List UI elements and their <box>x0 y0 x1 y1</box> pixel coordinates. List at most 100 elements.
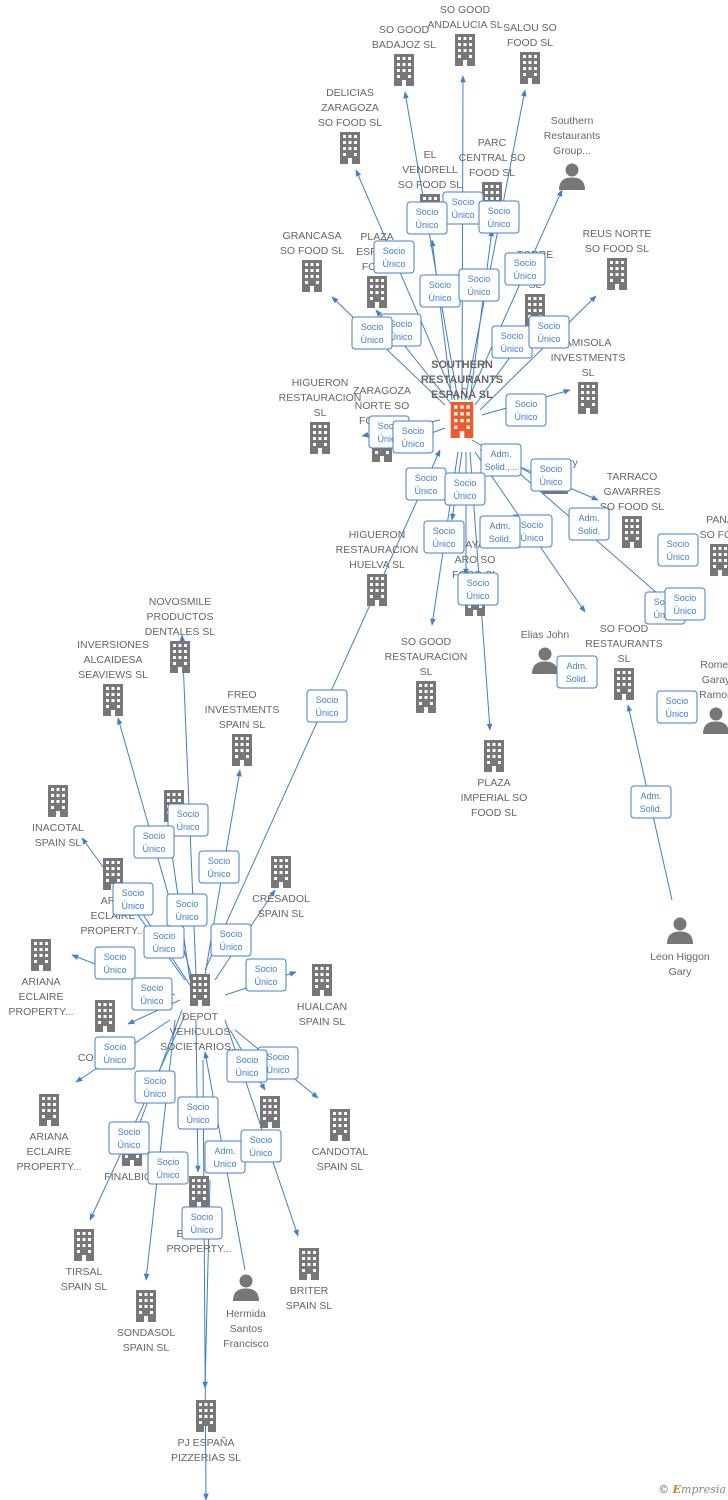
relation-badge-adm-solid-multi[interactable]: Adm.Solid.,... <box>480 443 522 477</box>
node-ariana2[interactable]: ARIANAECLAIREPROPERTY... <box>9 939 74 1018</box>
node-label: INVESTMENTS <box>205 704 280 716</box>
badge-box <box>373 240 415 274</box>
relation-badge-adm-solid[interactable]: Adm.Solid. <box>479 515 521 549</box>
node-ariana3[interactable]: ARIANAECLAIREPROPERTY... <box>17 1094 82 1173</box>
relation-badge-adm-solid[interactable]: Adm.Solid. <box>630 785 672 819</box>
relation-badge-adm-solid[interactable]: Adm.Solid. <box>568 507 610 541</box>
node-label: PIZZERIAS SL <box>171 1452 241 1464</box>
relation-badge-adm-unico[interactable]: Adm.Unico <box>204 1140 246 1174</box>
node-label: SEAVIEWS SL <box>78 669 148 681</box>
node-label: FREO <box>227 689 256 701</box>
badge-text: Socio <box>383 246 406 256</box>
node-depot[interactable]: DEPOTVEHICULOSSOCIETARIOS... <box>160 974 240 1053</box>
person-icon <box>667 917 693 944</box>
node-pana[interactable]: PANASO FOO <box>700 514 728 576</box>
node-southern_group[interactable]: SouthernRestaurantsGroup... <box>544 115 601 190</box>
node-label: NOVOSMILE <box>149 596 211 608</box>
badge-box <box>108 1121 150 1155</box>
badge-box <box>147 1151 189 1185</box>
node-label: PROPERTY... <box>17 1161 82 1173</box>
node-finalbion[interactable]: FINALBION <box>104 1134 160 1183</box>
building-icon <box>710 544 728 576</box>
node-elias[interactable]: Elias John <box>521 629 570 674</box>
badge-box <box>226 1049 268 1083</box>
node-label: ARIANA <box>29 1131 68 1143</box>
empresia-watermark: © Empresia <box>658 1483 726 1496</box>
relation-badge-adm-solid[interactable]: Adm.Solid. <box>556 655 598 689</box>
node-romero[interactable]: RomerGarayRamon <box>699 659 728 734</box>
node-person_ry[interactable]: ry <box>542 457 578 494</box>
node-label: AMISOLA <box>565 337 612 349</box>
